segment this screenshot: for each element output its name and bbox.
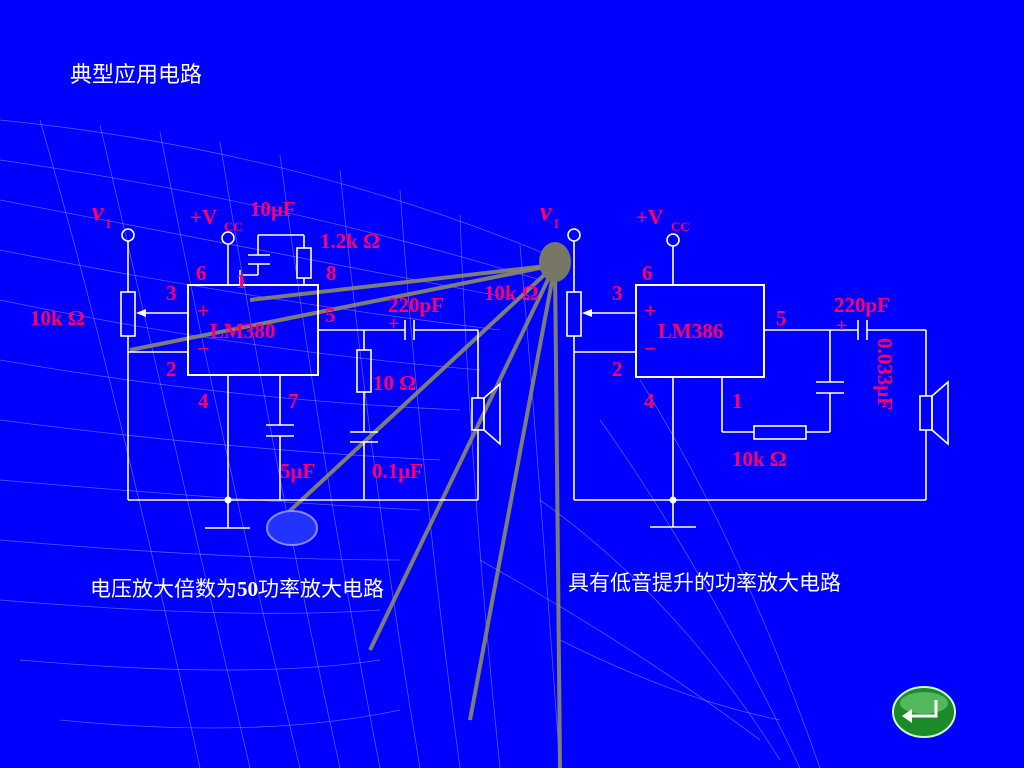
- left-pin-7: 7: [288, 389, 299, 413]
- left-pin-2: 2: [166, 357, 177, 381]
- left-minus-input: −: [197, 336, 210, 361]
- left-pin-1: 1: [236, 269, 247, 293]
- left-cap-out-plus: +: [388, 313, 399, 335]
- right-pin-1: 1: [732, 389, 743, 413]
- right-vcc-label: +V: [636, 205, 663, 229]
- lamp-icon: [539, 242, 571, 282]
- right-caption: 具有低音提升的功率放大电路: [568, 571, 841, 595]
- right-input-terminal: [567, 228, 581, 242]
- left-circuit: LM380 + − v I +V CC 10k Ω 10μF 1.2k Ω: [30, 197, 501, 601]
- lm380-label: LM380: [210, 319, 275, 343]
- right-speaker-icon: [919, 395, 933, 431]
- right-pin-2: 2: [612, 357, 623, 381]
- right-res-bottom: [753, 425, 807, 440]
- left-res-top-value: 1.2k Ω: [320, 229, 380, 253]
- background-grid: [0, 119, 821, 768]
- right-pin-6: 6: [642, 261, 653, 285]
- return-arrow-icon: [902, 700, 938, 723]
- left-pin-8: 8: [326, 261, 337, 285]
- right-input-label: v: [540, 197, 552, 226]
- left-input-terminal: [121, 228, 135, 242]
- left-input-label: v: [92, 197, 104, 226]
- right-plus-input: +: [644, 298, 657, 323]
- left-plus-input: +: [197, 298, 210, 323]
- left-input-sub: I: [106, 216, 111, 231]
- lm386-label: LM386: [658, 319, 723, 343]
- left-res-top: [296, 247, 312, 279]
- left-vcc-sub: CC: [224, 219, 243, 234]
- left-cap-7-value: 5μF: [280, 459, 315, 483]
- right-pin-3: 3: [612, 281, 623, 305]
- right-circuit: LM386 + − v I +V CC 10k Ω + 220pF 10k Ω: [484, 197, 949, 595]
- left-cap-filter-value: 0.1μF: [372, 459, 423, 483]
- left-pin-6: 6: [196, 261, 207, 285]
- left-pot-value: 10k Ω: [30, 306, 85, 330]
- spot-ellipse: [266, 510, 318, 546]
- right-minus-input: −: [644, 336, 657, 361]
- left-cap-out-value: 220pF: [388, 293, 444, 317]
- right-pin-4: 4: [644, 389, 655, 413]
- right-cap-out-value: 220pF: [834, 293, 890, 317]
- right-res-bottom-value: 10k Ω: [732, 447, 787, 471]
- left-pot: [120, 291, 136, 337]
- left-cap-top-value: 10μF: [250, 197, 296, 221]
- right-cap-bass-value: 0.033μF: [873, 338, 897, 410]
- left-pin-3: 3: [166, 281, 177, 305]
- right-cap-out-plus: +: [836, 315, 847, 337]
- left-pin-5: 5: [325, 303, 336, 327]
- right-pin-5: 5: [776, 306, 787, 330]
- left-res-out-value: 10 Ω: [373, 371, 416, 395]
- right-vcc-terminal: [666, 233, 680, 247]
- left-caption: 电压放大倍数为50功率放大电路: [90, 577, 384, 601]
- page-title: 典型应用电路: [70, 63, 202, 88]
- right-vcc-sub: CC: [671, 219, 690, 234]
- return-button[interactable]: [892, 686, 956, 738]
- right-pot: [566, 291, 582, 337]
- left-vcc-label: +V: [190, 205, 217, 229]
- spotlight: [129, 242, 571, 768]
- left-pin-4: 4: [198, 389, 209, 413]
- right-pot-value: 10k Ω: [484, 281, 539, 305]
- right-input-sub: I: [554, 216, 559, 231]
- lm386-chip: [635, 284, 765, 378]
